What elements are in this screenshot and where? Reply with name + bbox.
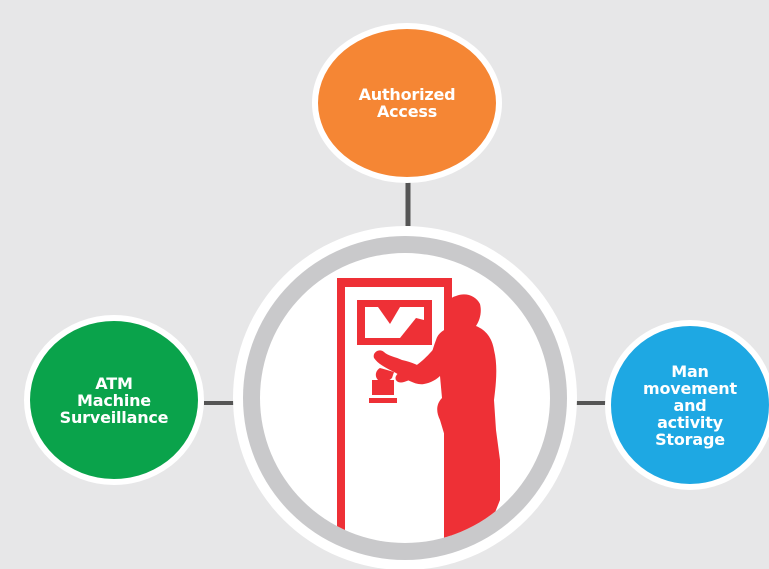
atm-screen-slash-2: [400, 318, 424, 338]
hub-inner-disc: [260, 253, 550, 543]
person-arm: [395, 346, 442, 383]
node-man-movement-storage: Man movement and activity Storage: [605, 320, 769, 490]
node-authorized-access: Authorized Access: [312, 23, 502, 183]
atm-slot: [369, 398, 397, 403]
person-silhouette: [373, 294, 500, 543]
node-atm-machine-surveillance: ATM Machine Surveillance: [24, 315, 204, 485]
person-using-atm-icon: [337, 278, 500, 543]
person-hand: [375, 368, 394, 383]
node-atm-machine-surveillance-label: ATM Machine Surveillance: [59, 373, 169, 427]
atm-screen: [357, 300, 432, 345]
node-authorized-access-label: Authorized Access: [358, 85, 456, 121]
atm-screen-slash: [378, 307, 400, 324]
atm-keypad: [372, 380, 394, 395]
node-man-movement-storage-label: Man movement and activity Storage: [643, 361, 737, 449]
central-hub: [233, 226, 577, 569]
